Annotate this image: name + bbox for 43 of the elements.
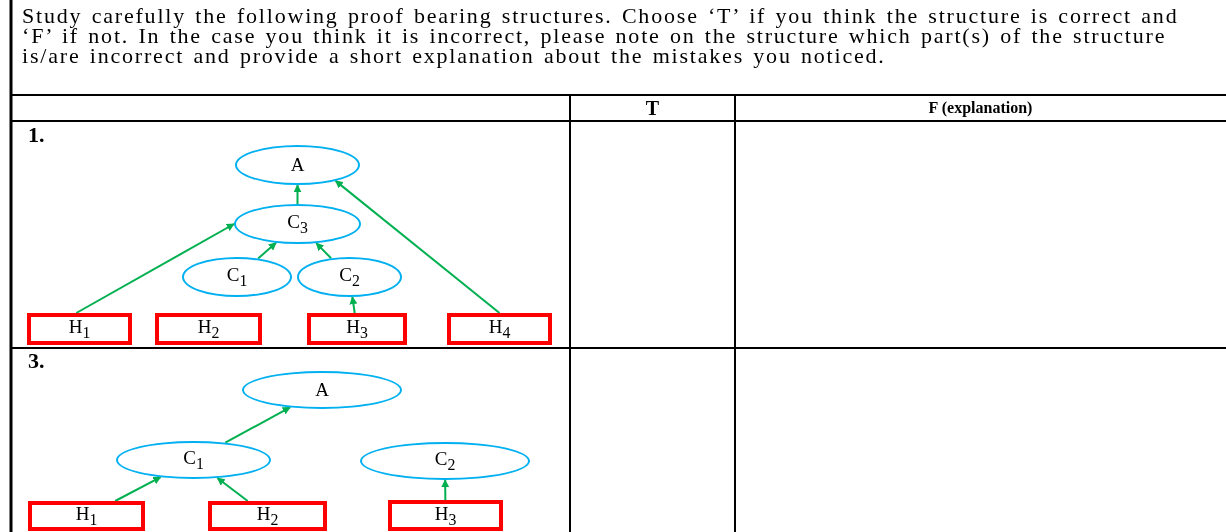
arrow <box>315 242 333 260</box>
ellipse-node <box>297 257 402 297</box>
arrow <box>441 479 450 501</box>
node-label: C$_{1}$ <box>183 447 204 473</box>
hypothesis-box <box>27 313 132 345</box>
node-label: H$_{2}$ <box>256 503 279 529</box>
node-label: H$_{4}$ <box>488 316 511 342</box>
node-label: H$_{2}$ <box>197 316 220 342</box>
arrow <box>257 241 277 260</box>
node-label: C$_{1}$ <box>226 264 248 290</box>
ellipse-node <box>182 257 292 297</box>
node-label: C$_{2}$ <box>339 264 360 290</box>
node-label: H$_{3}$ <box>346 316 368 342</box>
node-label: C$_{2}$ <box>434 448 456 474</box>
arrow <box>334 179 501 314</box>
hypothesis-box <box>28 501 145 531</box>
item-number: 1. <box>28 124 46 146</box>
hypothesis-box <box>447 313 552 345</box>
ellipse-node <box>360 442 530 480</box>
node-label: H$_{1}$ <box>75 503 98 529</box>
instruction-text: Study carefully the following proof bearing structures. Choose ‘T’ if you think the structure is correct and ‘F’ if not. In the case you think it is incorrect, please note on the structure which part(s) of the structure is/are incorrect and provide a short explanation about the mistakes you noticed. <box>22 6 1180 66</box>
ellipse-node <box>234 204 361 244</box>
hypothesis-box <box>388 500 503 531</box>
node-label: H$_{1}$ <box>68 316 91 342</box>
node-label: C$_{3}$ <box>287 211 308 237</box>
node-label: A <box>315 379 329 401</box>
arrow <box>75 223 235 314</box>
node-label: H$_{3}$ <box>434 502 457 529</box>
hypothesis-box <box>155 313 262 345</box>
arrow <box>216 477 249 502</box>
arrow <box>114 476 162 502</box>
arrow <box>293 184 302 205</box>
ellipse-node <box>242 371 402 409</box>
item-number: 3. <box>28 350 46 372</box>
node-label: A <box>290 154 305 176</box>
hypothesis-box <box>208 501 327 531</box>
ellipse-node <box>235 145 360 185</box>
column-header: T <box>644 97 661 119</box>
ellipse-node <box>116 441 271 479</box>
hypothesis-box <box>307 313 407 345</box>
arrow <box>224 406 292 444</box>
arrow <box>349 295 358 314</box>
column-header: F (explanation) <box>927 98 1034 119</box>
